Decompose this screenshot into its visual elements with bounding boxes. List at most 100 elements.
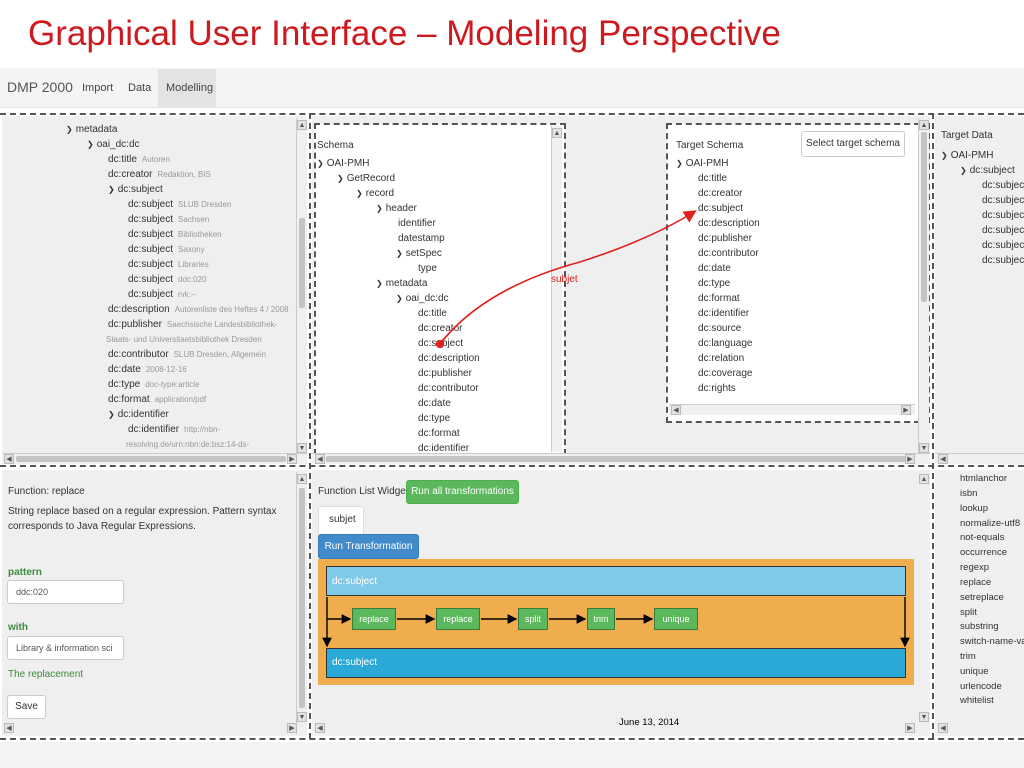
tree-node[interactable]: dc:title <box>418 308 447 319</box>
tree-node[interactable]: ❯oai_dc:dc <box>396 293 449 304</box>
tree-node[interactable]: dc:description <box>698 218 760 229</box>
function-name-item[interactable]: unique <box>960 666 989 677</box>
tree-node[interactable]: dc:language <box>698 338 753 349</box>
tree-node[interactable]: dc:subject <box>698 203 744 214</box>
function-step-replace[interactable]: replace <box>352 608 396 630</box>
source-horizontal-scrollbar[interactable] <box>2 453 307 464</box>
tab-subjet[interactable] <box>318 506 364 534</box>
mapping-label[interactable]: subjet <box>551 274 578 285</box>
function-name-item[interactable]: urlencode <box>960 681 1002 692</box>
scroll-up-arrow-icon[interactable]: ▲ <box>297 120 307 130</box>
tree-node[interactable]: ❯record <box>356 188 395 199</box>
function-name-item[interactable]: split <box>960 607 977 618</box>
tree-node[interactable]: dc:type <box>698 278 731 289</box>
function-name-item[interactable]: replace <box>960 577 992 588</box>
mapping-horizontal-scrollbar[interactable] <box>312 453 930 464</box>
tree-node[interactable]: ❯dc:subject <box>960 165 1015 176</box>
function-name-item[interactable]: substring <box>960 621 999 632</box>
run-all-transformations-button[interactable]: Run all transformations <box>406 480 519 504</box>
tree-node[interactable]: dc:subject <box>982 180 1024 191</box>
tree-node[interactable]: datestamp <box>398 233 445 244</box>
tree-node[interactable]: dc:contributor <box>698 248 759 259</box>
tree-node[interactable]: dc:coverage <box>698 368 753 379</box>
target-data-horizontal-scrollbar[interactable] <box>935 453 1024 464</box>
function-name-item[interactable]: setreplace <box>960 592 1004 603</box>
scrollbar-thumb[interactable] <box>299 218 305 308</box>
function-name-item[interactable]: lookup <box>960 503 988 514</box>
tree-node[interactable]: dc:date <box>698 263 731 274</box>
scroll-down-arrow-icon[interactable]: ▼ <box>919 712 929 722</box>
function-step-replace[interactable]: replace <box>436 608 480 630</box>
scroll-right-arrow-icon[interactable]: ▶ <box>905 454 915 464</box>
scroll-up-arrow-icon[interactable]: ▲ <box>297 474 307 484</box>
scroll-right-arrow-icon[interactable]: ▶ <box>905 723 915 733</box>
tree-node[interactable]: ❯OAI-PMH <box>941 150 994 161</box>
scroll-right-arrow-icon[interactable]: ▶ <box>287 454 297 464</box>
mapping-vertical-scrollbar[interactable] <box>918 118 929 454</box>
input-field-bar[interactable] <box>326 566 906 596</box>
nav-import[interactable]: Import <box>82 82 114 94</box>
nav-modelling[interactable]: Modelling <box>158 69 216 107</box>
tree-node[interactable]: type <box>418 263 437 274</box>
tree-node[interactable]: dc:publisher <box>698 233 752 244</box>
target-schema-horizontal-scrollbar[interactable] <box>669 404 915 415</box>
tree-node[interactable]: dc:relation <box>698 353 745 364</box>
function-step-trim[interactable]: trim <box>587 608 615 630</box>
function-step-split[interactable]: split <box>518 608 548 630</box>
scroll-down-arrow-icon[interactable]: ▼ <box>919 443 929 453</box>
scroll-up-arrow-icon[interactable]: ▲ <box>919 120 929 130</box>
scroll-left-arrow-icon[interactable]: ◀ <box>315 454 325 464</box>
tree-node[interactable]: dc:title <box>698 173 727 184</box>
scroll-down-arrow-icon[interactable]: ▼ <box>297 712 307 722</box>
function-name-item[interactable]: htmlanchor <box>960 473 1007 484</box>
tree-node[interactable]: dc:description <box>418 353 480 364</box>
tree-node[interactable]: dc:publisher <box>418 368 472 379</box>
function-name-item[interactable]: switch-name-va <box>960 636 1024 647</box>
select-target-schema-button[interactable]: Select target schema <box>801 131 905 157</box>
scroll-up-arrow-icon[interactable]: ▲ <box>552 128 562 138</box>
tree-node[interactable]: ❯oai_dc:dc <box>87 139 140 150</box>
scroll-up-arrow-icon[interactable]: ▲ <box>919 474 929 484</box>
tree-node[interactable]: ❯OAI-PMH <box>676 158 729 169</box>
tree-node[interactable]: dc:creator <box>698 188 743 199</box>
tree-node[interactable]: dc:subject <box>982 210 1024 221</box>
function-name-item[interactable]: whitelist <box>960 695 994 706</box>
scrollbar-thumb[interactable] <box>299 488 305 708</box>
with-input[interactable]: Library & information sci <box>7 636 124 660</box>
scrollbar-thumb[interactable] <box>921 132 927 302</box>
function-name-item[interactable]: occurrence <box>960 547 1007 558</box>
tree-node[interactable]: ❯OAI-PMH <box>317 158 370 169</box>
scroll-left-arrow-icon[interactable]: ◀ <box>315 723 325 733</box>
tree-node[interactable]: dc:date <box>418 398 451 409</box>
tree-node[interactable]: ❯metadata <box>66 124 118 135</box>
scroll-left-arrow-icon[interactable]: ◀ <box>4 454 14 464</box>
function-name-item[interactable]: isbn <box>960 488 978 499</box>
tree-node[interactable]: ❯dc:subject <box>108 184 163 195</box>
run-transformation-button[interactable]: Run Transformation <box>318 534 419 559</box>
scroll-left-arrow-icon[interactable]: ◀ <box>4 723 14 733</box>
tree-node[interactable]: ❯setSpec <box>396 248 442 259</box>
function-name-item[interactable]: normalize-utf8 <box>960 518 1021 529</box>
tree-node[interactable]: identifier <box>398 218 436 229</box>
tree-node[interactable]: dc:identifier <box>698 308 750 319</box>
tree-node[interactable]: dc:subject <box>982 225 1024 236</box>
scroll-left-arrow-icon[interactable]: ◀ <box>938 723 948 733</box>
tree-node[interactable]: dc:subject <box>982 240 1024 251</box>
tree-node[interactable]: dc:subject <box>982 255 1024 266</box>
tree-node[interactable]: ❯dc:identifier <box>108 409 169 420</box>
scroll-right-arrow-icon[interactable]: ▶ <box>901 405 911 415</box>
